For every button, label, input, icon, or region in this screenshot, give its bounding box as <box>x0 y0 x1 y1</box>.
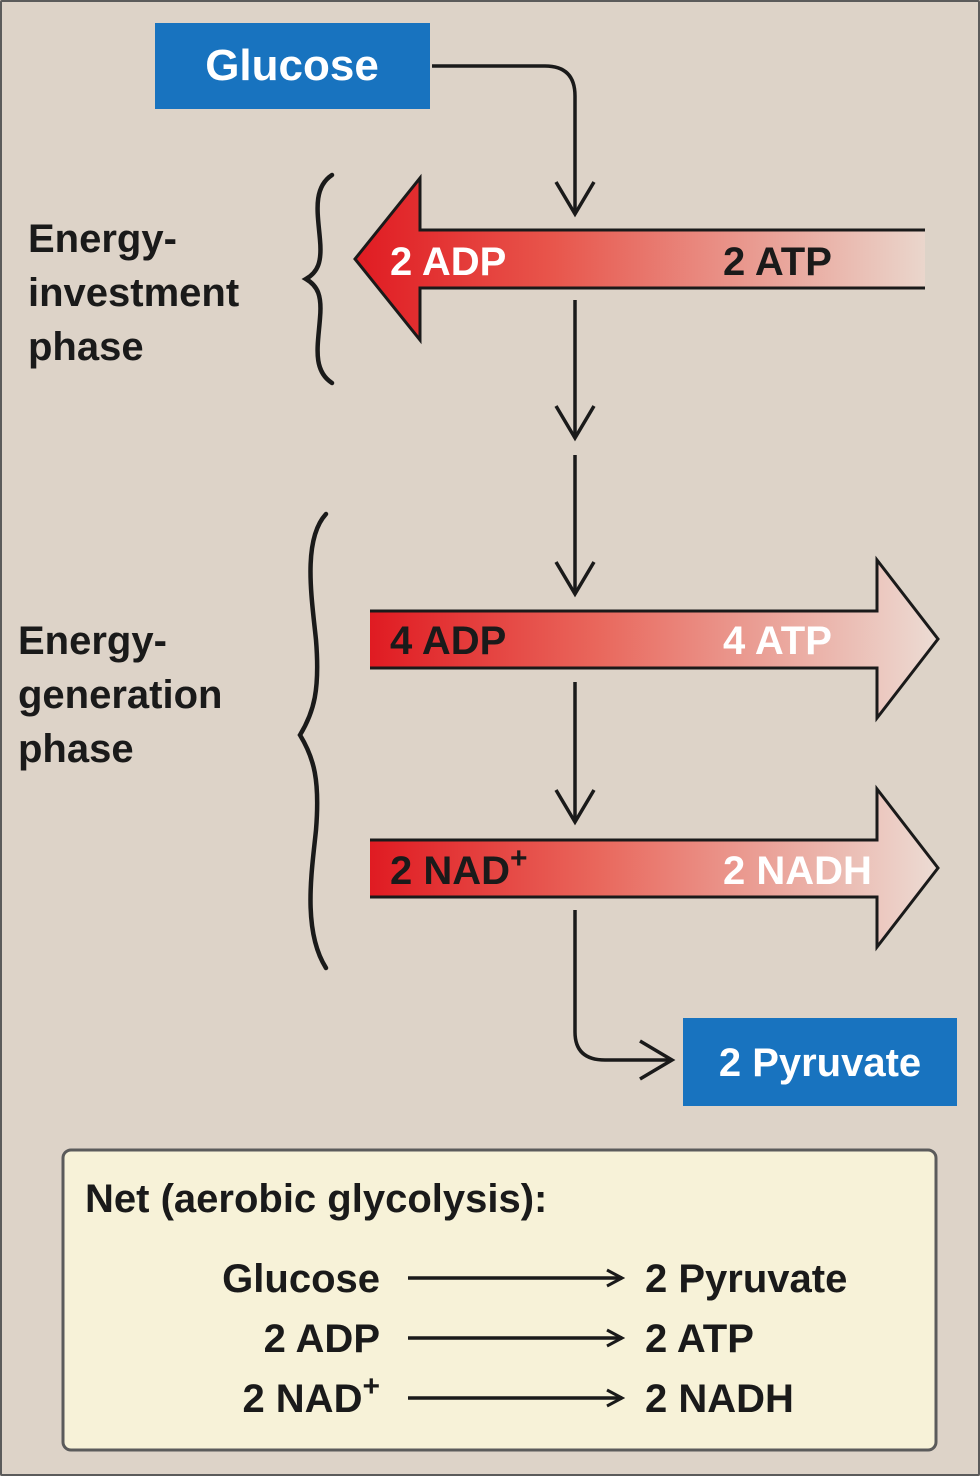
flow-arrowhead-4 <box>554 789 596 826</box>
net-row2-right: 2 ATP <box>645 1317 754 1361</box>
investment-phase-label: Energy- investment phase <box>28 217 239 369</box>
net-row3-left: 2 NAD+ <box>242 1370 380 1421</box>
generation-label-line2: generation <box>18 673 222 717</box>
investment-atp-label: 2 ATP <box>723 240 832 284</box>
net-row2-left: 2 ADP <box>264 1317 380 1361</box>
investment-label-line3: phase <box>28 325 144 369</box>
flow-arrowhead-2 <box>554 405 596 442</box>
investment-brace <box>301 172 335 386</box>
flow-arrowhead-3 <box>554 561 596 598</box>
flow-line-pyruvate <box>573 910 670 1062</box>
glucose-box: Glucose <box>155 23 430 109</box>
investment-arrow: 2 ADP 2 ATP <box>353 173 925 345</box>
pyruvate-label: 2 Pyruvate <box>719 1041 921 1085</box>
net-row1-left: Glucose <box>222 1257 380 1301</box>
generation-brace <box>297 511 329 971</box>
generation-phase-label: Energy- generation phase <box>18 619 222 771</box>
glucose-label: Glucose <box>205 41 379 90</box>
generation-nad-arrow: 2 NAD+ 2 NADH <box>370 784 940 952</box>
generation-atp-arrow: 4 ADP 4 ATP <box>370 555 940 723</box>
generation-atp-label: 4 ATP <box>723 619 832 663</box>
investment-label-line2: investment <box>28 271 239 315</box>
generation-nadh-label: 2 NADH <box>723 849 872 893</box>
net-title: Net (aerobic glycolysis): <box>85 1177 547 1221</box>
net-summary-box: Net (aerobic glycolysis): Glucose 2 Pyru… <box>61 1148 938 1452</box>
investment-label-line1: Energy- <box>28 217 177 261</box>
generation-nad-label: 2 NAD+ <box>390 842 528 893</box>
generation-adp-label: 4 ADP <box>390 619 506 663</box>
flow-arrowhead-1 <box>554 181 596 218</box>
net-row3-right: 2 NADH <box>645 1377 794 1421</box>
net-row1-right: 2 Pyruvate <box>645 1257 847 1301</box>
flow-line-glucose <box>432 64 577 214</box>
flow-arrowhead-5 <box>639 1039 676 1081</box>
generation-label-line1: Energy- <box>18 619 167 663</box>
pyruvate-box: 2 Pyruvate <box>683 1018 957 1106</box>
generation-label-line3: phase <box>18 727 134 771</box>
investment-adp-label: 2 ADP <box>390 240 506 284</box>
